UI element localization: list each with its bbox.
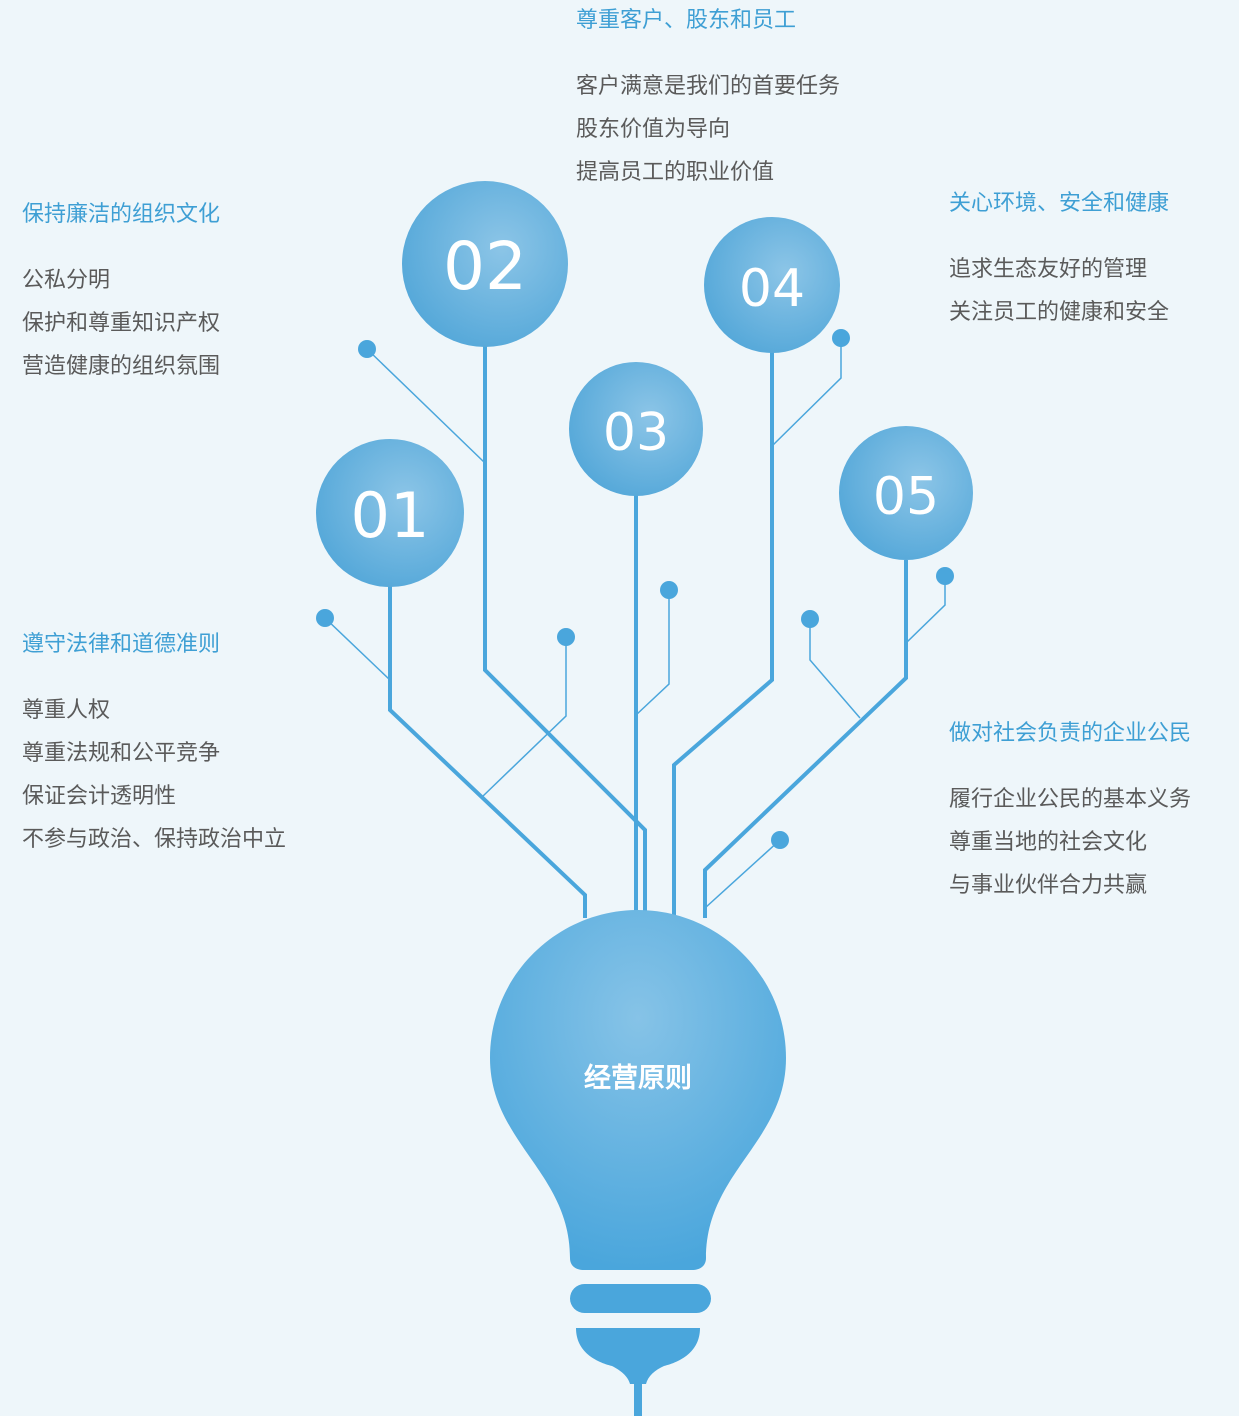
block-item: 公私分明	[22, 268, 111, 293]
branch-line-01	[388, 585, 587, 918]
twig-06	[905, 576, 946, 644]
block-title-02: 保持廉洁的组织文化	[22, 202, 221, 227]
bulb-tip	[634, 1382, 642, 1416]
node-circle-01	[316, 439, 464, 587]
text-block-03: 尊重客户、股东和员工 客户满意是我们的首要任务 股东价值为导向 提高员工的职业价…	[576, 7, 840, 194]
block-item: 尊重人权	[22, 698, 111, 723]
twig-04	[635, 590, 670, 716]
block-item: 尊重当地的社会文化	[949, 830, 1148, 855]
node-number-04: 04	[739, 259, 805, 319]
node-number-03: 03	[603, 403, 669, 463]
twig-dot-04	[660, 581, 678, 599]
node-04: 04	[704, 217, 840, 353]
twig-07	[809, 619, 861, 719]
block-item: 履行企业公民的基本义务	[949, 787, 1192, 812]
twig-dot-02	[358, 340, 376, 358]
twig-08	[704, 839, 781, 909]
twig-02	[366, 348, 486, 464]
twig-dot-01	[316, 609, 334, 627]
node-circle-02	[402, 181, 568, 347]
block-title-04: 关心环境、安全和健康	[949, 191, 1170, 216]
twig-05	[771, 338, 842, 447]
block-item: 股东价值为导向	[576, 117, 731, 142]
block-item: 与事业伙伴合力共赢	[949, 873, 1148, 898]
text-block-04: 关心环境、安全和健康 追求生态友好的管理 关注员工的健康和安全	[949, 190, 1169, 334]
branch-line-04	[672, 350, 774, 918]
block-title-01: 遵守法律和道德准则	[22, 632, 221, 657]
twig-dot-05	[832, 329, 850, 347]
text-block-02: 保持廉洁的组织文化 公私分明 保护和尊重知识产权 营造健康的组织氛围	[22, 201, 220, 388]
block-item: 保证会计透明性	[22, 784, 177, 809]
node-number-05: 05	[873, 467, 939, 527]
node-01: 01	[316, 439, 464, 587]
branch-line-02	[483, 345, 647, 918]
node-circle-05	[839, 426, 973, 560]
twig-03	[481, 637, 567, 798]
block-title-03: 尊重客户、股东和员工	[576, 8, 797, 33]
node-02: 02	[402, 181, 568, 347]
block-item: 关注员工的健康和安全	[949, 300, 1170, 325]
text-block-01: 遵守法律和道德准则 尊重人权 尊重法规和公平竞争 保证会计透明性 不参与政治、保…	[22, 631, 286, 861]
center-label: 经营原则	[584, 1062, 692, 1094]
node-circle-04	[704, 217, 840, 353]
block-item: 尊重法规和公平竞争	[22, 741, 221, 766]
twig-dot-03	[557, 628, 575, 646]
node-circle-03	[569, 362, 703, 496]
block-item: 保护和尊重知识产权	[22, 311, 221, 336]
node-number-01: 01	[351, 479, 430, 552]
node-number-02: 02	[443, 228, 527, 305]
twig-01	[324, 617, 391, 681]
twig-dot-06	[936, 567, 954, 585]
bulb-base	[576, 1328, 700, 1384]
block-item: 客户满意是我们的首要任务	[576, 74, 841, 99]
twig-dot-07	[801, 610, 819, 628]
block-title-05: 做对社会负责的企业公民	[949, 721, 1192, 746]
block-item: 不参与政治、保持政治中立	[22, 827, 287, 852]
block-item: 追求生态友好的管理	[949, 257, 1148, 282]
bulb: 经营原则	[490, 910, 786, 1416]
node-05: 05	[839, 426, 973, 560]
text-block-05: 做对社会负责的企业公民 履行企业公民的基本义务 尊重当地的社会文化 与事业伙伴合…	[949, 720, 1191, 907]
twig-dot-08	[771, 831, 789, 849]
block-item: 提高员工的职业价值	[576, 160, 775, 185]
node-03: 03	[569, 362, 703, 496]
branch-line-05	[703, 560, 908, 918]
bulb-globe	[490, 910, 786, 1270]
bulb-ring	[570, 1284, 711, 1313]
block-item: 营造健康的组织氛围	[22, 354, 221, 379]
